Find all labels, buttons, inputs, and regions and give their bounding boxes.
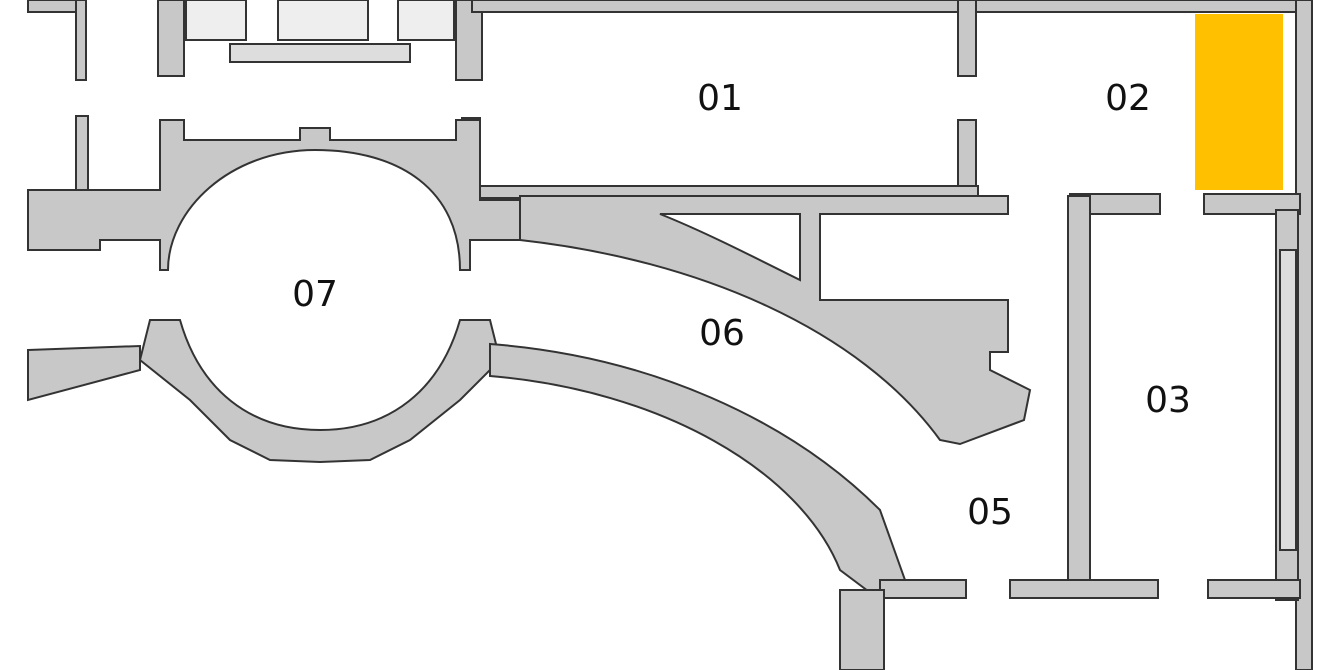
curved-colonnade-east — [489, 342, 907, 602]
wall-left-edge — [75, 0, 87, 81]
wall-windows-strip — [1279, 249, 1297, 551]
wall-left-lower — [75, 115, 89, 197]
room-label-06[interactable]: 06 — [699, 313, 745, 354]
rotunda-lower-mass — [138, 319, 502, 464]
wall-top-block-a — [157, 0, 185, 77]
room-label-01[interactable]: 01 — [697, 78, 743, 119]
stair-top-mid — [277, 0, 369, 41]
stair-top-left — [185, 0, 247, 41]
room-label-07[interactable]: 07 — [292, 274, 338, 315]
wall-bottom-right — [1207, 579, 1301, 599]
wall-bottom-mid — [1009, 579, 1159, 599]
wall-top-left — [27, 0, 81, 13]
wall-top-corridor — [471, 0, 1313, 13]
room-label-03[interactable]: 03 — [1145, 380, 1191, 421]
room-label-05[interactable]: 05 — [967, 492, 1013, 533]
wall-room01-divider-lower — [957, 119, 977, 195]
room-02-highlight — [1195, 14, 1283, 190]
wall-corridor-west — [1067, 195, 1091, 595]
stair-top-landing — [229, 43, 411, 63]
stair-top-right — [397, 0, 455, 41]
room-label-02[interactable]: 02 — [1105, 78, 1151, 119]
wedge-wall — [519, 195, 1032, 446]
wall-top-block-b — [455, 0, 483, 81]
curved-colonnade — [27, 344, 141, 402]
wedge-inner — [659, 213, 801, 282]
wall-bottom-left — [879, 579, 967, 599]
rotunda-mass — [27, 119, 521, 271]
walls — [27, 0, 1313, 670]
wall-room01-divider-upper — [957, 0, 977, 77]
wall-bottom-southwest — [839, 589, 885, 670]
